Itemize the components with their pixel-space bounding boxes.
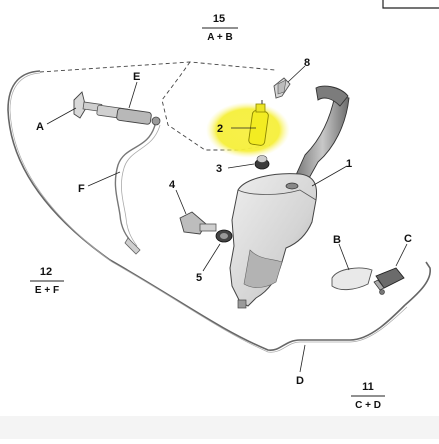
callout-5: 5 [196, 272, 202, 284]
rear-hose-dashed-loop [39, 61, 276, 151]
ref-15-label: A + B [207, 32, 232, 43]
telescopic-jet-e [96, 104, 161, 126]
nozzle-assembly-c [373, 267, 405, 295]
bottom-band [0, 416, 439, 439]
callout-c: C [404, 233, 412, 245]
hose-f [114, 124, 161, 247]
callout-2: 2 [217, 123, 223, 135]
ref-12: 12 E + F [30, 266, 64, 296]
ref-12-number: 12 [40, 266, 52, 278]
connector-4 [179, 211, 217, 235]
pump-highlight [206, 100, 290, 158]
hose-connector [124, 237, 141, 255]
callout-b: B [333, 234, 341, 246]
grommet-5 [215, 229, 233, 243]
ref-11: 11 C + D [351, 381, 385, 411]
connector-8 [273, 77, 291, 99]
ref-15-number: 15 [213, 13, 225, 25]
callout-8: 8 [304, 57, 310, 69]
ref-11-label: C + D [355, 400, 381, 411]
ref-15: 15 A + B [202, 13, 238, 43]
seal-3 [254, 155, 270, 170]
callout-f: F [78, 183, 85, 195]
callout-1: 1 [346, 158, 352, 170]
nozzle-cover-b [331, 267, 373, 291]
leader-lines [46, 65, 408, 373]
callout-a: A [36, 121, 44, 133]
ref-11-number: 11 [362, 381, 374, 393]
callout-d: D [296, 375, 304, 387]
ref-12-label: E + F [35, 285, 59, 296]
callouts: A E F 2 3 8 1 4 5 B C D [36, 57, 412, 387]
callout-e: E [133, 71, 140, 83]
callout-3: 3 [216, 163, 222, 175]
washer-reservoir-1 [229, 85, 350, 309]
callout-4: 4 [169, 179, 176, 191]
frame-corner [382, 0, 439, 9]
main-hose [7, 70, 431, 353]
